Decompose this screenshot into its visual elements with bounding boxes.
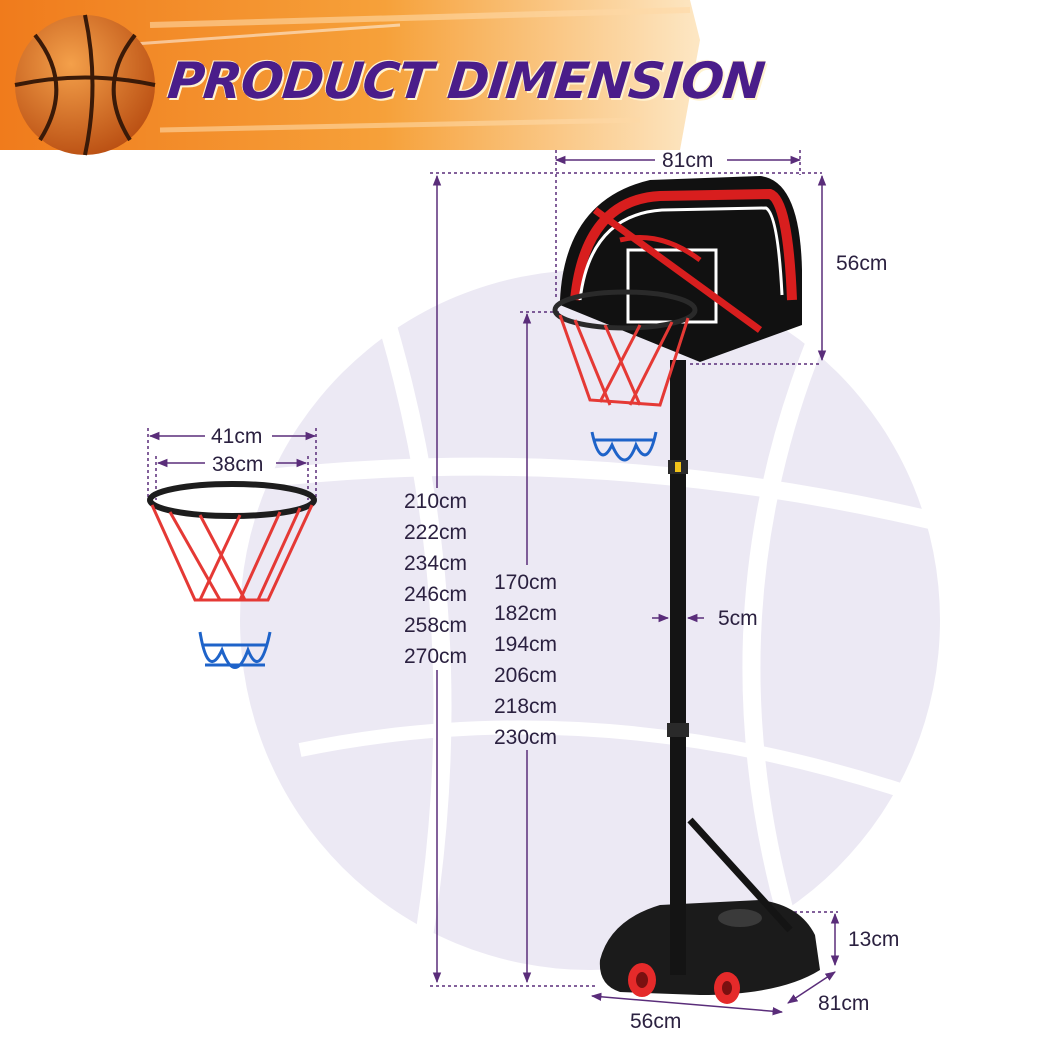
backboard-height-label: 56cm <box>836 252 888 275</box>
dimension-lines <box>147 150 840 1016</box>
rim-height-value: 194cm <box>494 633 558 656</box>
base-width-label: 56cm <box>630 1010 682 1033</box>
basketball-icon <box>14 14 156 156</box>
pole-diameter-label: 5cm <box>718 607 758 630</box>
overall-height-labels: 210cm 222cm 234cm 246cm 258cm 270cm <box>404 486 467 672</box>
header-banner <box>0 0 700 150</box>
rim-outer-diameter-label: 41cm <box>211 425 263 448</box>
page-title: PRODUCT DIMENSION <box>164 52 767 110</box>
rim-height-value: 206cm <box>494 664 558 687</box>
basketball-stand <box>552 176 820 1004</box>
base-height-label: 13cm <box>848 928 900 951</box>
wheel-icon <box>628 963 656 997</box>
wheel-icon <box>714 972 740 1004</box>
rim-height-value: 182cm <box>494 602 558 625</box>
rim-height-labels: 170cm 182cm 194cm 206cm 218cm 230cm <box>494 567 557 753</box>
overall-height-value: 246cm <box>404 583 468 606</box>
overall-height-value: 270cm <box>404 645 468 668</box>
rim-height-value: 230cm <box>494 726 558 749</box>
hoop-detail <box>147 481 317 669</box>
rim-inner-diameter-label: 38cm <box>212 453 264 476</box>
overall-height-value: 234cm <box>404 552 468 575</box>
overall-height-value: 222cm <box>404 521 468 544</box>
base-depth-label: 81cm <box>818 992 870 1015</box>
overall-height-value: 210cm <box>404 490 468 513</box>
rim-height-value: 218cm <box>494 695 558 718</box>
overall-height-value: 258cm <box>404 614 468 637</box>
rim-height-value: 170cm <box>494 571 558 594</box>
backboard-width-label: 81cm <box>662 149 714 172</box>
watermark-basketball <box>240 270 940 970</box>
